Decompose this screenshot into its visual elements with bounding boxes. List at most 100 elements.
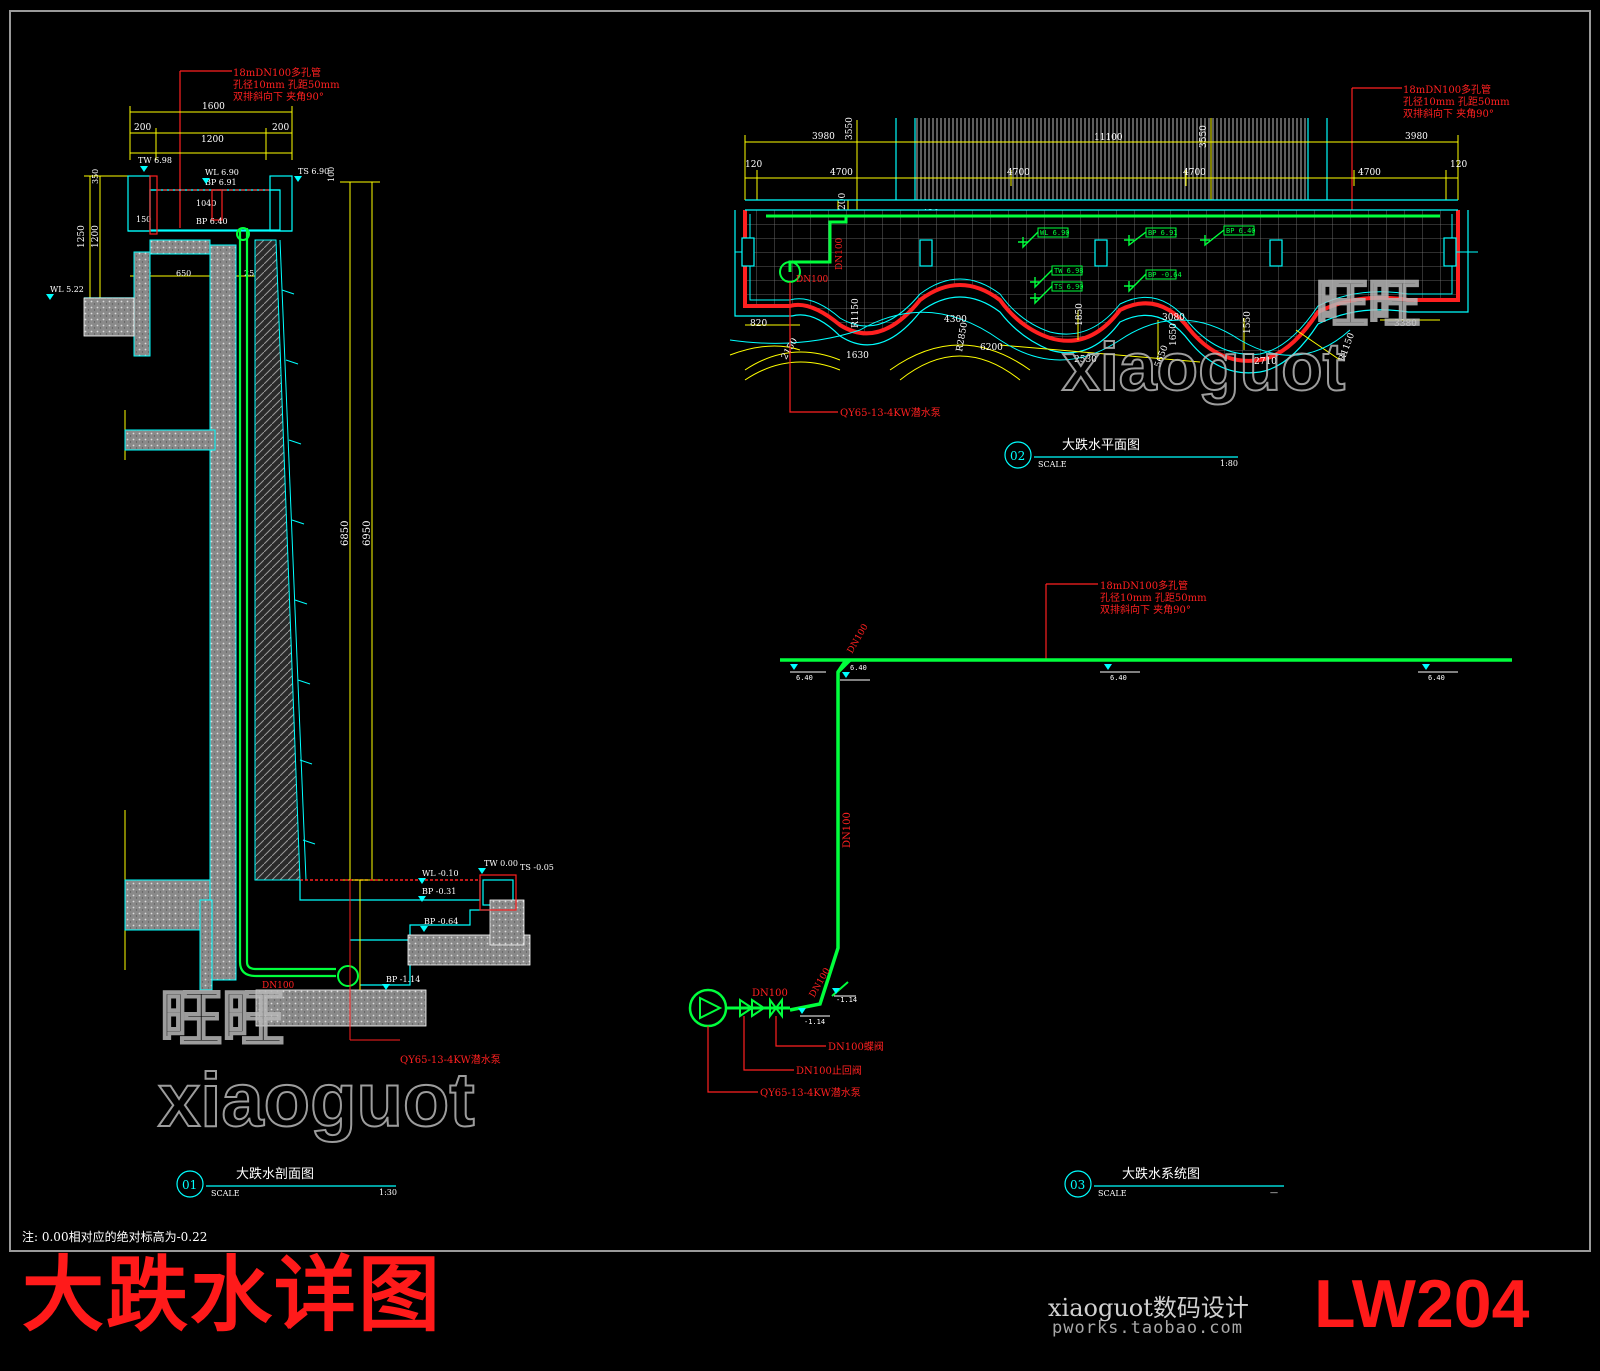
plan-dim-120-left: 120 (745, 160, 762, 170)
plan-pipe-note-3: 双排斜向下 夹角90° (1403, 107, 1494, 120)
section-view-title: 大跌水剖面图 (236, 1166, 314, 1182)
section-pipe-note-3: 双排斜向下 夹角90° (233, 90, 324, 103)
plan-dim-r1150-a: R1150 (851, 298, 861, 328)
level-bp-minus-0-31: BP -0.31 (422, 887, 456, 896)
sheet-frame (9, 10, 1591, 1252)
plan-view-number: 02 (1010, 449, 1025, 463)
dim-150: 150 (136, 215, 151, 224)
level-tw-6-98: TW 6.98 (138, 156, 172, 165)
plan-view-title: 大跌水平面图 (1062, 437, 1140, 453)
dim-1200-vertical: 1200 (91, 225, 101, 248)
plan-pipe-note-1: 18mDN100多孔管 (1403, 83, 1491, 96)
elevation-note: 注: 0.00相对应的绝对标高为-0.22 (22, 1230, 208, 1244)
dim-100: 100 (327, 167, 336, 182)
system-pipe-note-2: 孔径10mm 孔距50mm (1100, 591, 1207, 604)
plan-dim-200: 200 (838, 193, 848, 210)
plan-pipe-note-2: 孔径10mm 孔距50mm (1403, 95, 1510, 108)
plan-dim-3980-right: 3980 (1405, 132, 1428, 142)
plan-dim-120-right: 120 (1450, 160, 1467, 170)
plan-dim-4300: 4300 (944, 315, 967, 325)
dim-350: 350 (91, 169, 100, 184)
section-view-number: 01 (182, 1178, 197, 1192)
level-ts-6-90: TS 6.90 (298, 167, 329, 176)
system-level-top-1: 6.40 (796, 674, 813, 682)
plan-level-bp-6-91: BP 6.91 (1148, 229, 1178, 237)
dim-200-right: 200 (272, 123, 289, 133)
plan-dim-r2850: R2850 (955, 321, 970, 352)
plan-level-tw: TW 6.98 (1054, 267, 1084, 275)
dim-1040: 1040 (196, 199, 216, 208)
system-view-title: 大跌水系统图 (1122, 1166, 1200, 1182)
level-wl-minus-0-10: WL -0.10 (422, 869, 459, 878)
plan-level-bp-minus: BP -0.64 (1148, 271, 1182, 279)
system-level-top-4: 6.40 (1428, 674, 1445, 682)
plan-dim-4700-a: 4700 (830, 168, 853, 178)
plan-pump-size: DN100 (796, 275, 829, 285)
system-pipe-note-3: 双排斜向下 夹角90° (1100, 603, 1191, 616)
brand-name: xiaoguot数码设计 (1048, 1294, 1249, 1322)
plan-pipe-size: DN100 (835, 237, 845, 270)
plan-dim-11100: 11100 (1094, 133, 1123, 143)
system-pipe-size-diagonal: DN100 (808, 966, 833, 999)
section-view: 18mDN100多孔管 孔径10mm 孔距50mm 双排斜向下 夹角90° 16… (46, 66, 554, 1198)
level-tw-0-00: TW 0.00 (484, 859, 518, 868)
system-pipe-note-1: 18mDN100多孔管 (1100, 579, 1188, 592)
system-level-low-1: -1.14 (804, 1018, 825, 1026)
section-pump-label: QY65-13-4KW潜水泵 (400, 1053, 501, 1066)
plan-dim-4700-d: 4700 (1358, 168, 1381, 178)
section-pipe-note-1: 18mDN100多孔管 (233, 66, 321, 79)
plan-scale: 1:80 (1220, 459, 1238, 468)
system-view: 18mDN100多孔管 孔径10mm 孔距50mm 双排斜向下 夹角90° DN… (688, 579, 1512, 1198)
check-valve-label: DN100止回阀 (796, 1064, 862, 1077)
section-pump-icon (337, 965, 359, 987)
dim-6950: 6950 (362, 521, 373, 546)
dim-1600: 1600 (202, 102, 225, 112)
sheet-title: 大跌水详图 (22, 1248, 443, 1343)
dim-1200: 1200 (201, 135, 224, 145)
plan-dim-4700-b: 4700 (1007, 168, 1030, 178)
butterfly-valve-icon (769, 997, 783, 1019)
plan-dim-3080: 3080 (1162, 313, 1185, 323)
section-pipe-size: DN100 (262, 981, 295, 991)
plan-dim-1550: 1550 (1243, 311, 1253, 334)
drawing-code: LW204 (1314, 1266, 1530, 1342)
section-scale: 1:30 (379, 1188, 397, 1197)
level-ts-minus-0-05: TS -0.05 (520, 863, 554, 872)
plan-dim-3550-right: 3550 (1199, 125, 1209, 148)
system-pipe-size-low: DN100 (752, 988, 788, 999)
plan-dim-1650: 1650 (1169, 323, 1179, 346)
level-bp-6-40: BP 6.40 (196, 217, 228, 226)
system-scale: — (1270, 1188, 1278, 1197)
plan-dim-3980-left: 3980 (812, 132, 835, 142)
dim-650: 650 (176, 269, 191, 278)
plan-dim-3380: 3380 (1394, 319, 1417, 329)
dim-1250: 1250 (77, 225, 87, 248)
level-wl-6-90: WL 6.90 (205, 168, 239, 177)
plan-dim-1630: 1630 (846, 351, 869, 361)
plan-dim-820: 820 (750, 319, 767, 329)
system-pump-label: QY65-13-4KW潜水泵 (760, 1086, 861, 1099)
system-pipe-size-top: DN100 (846, 622, 871, 655)
check-valve-icon (739, 998, 766, 1018)
system-view-number: 03 (1070, 1178, 1085, 1192)
watermark-cn-left: 旺旺 (160, 985, 284, 1054)
level-bp-6-91: BP 6.91 (205, 178, 237, 187)
section-scale-label: SCALE (211, 1189, 240, 1198)
plan-dim-3550-left: 3550 (845, 117, 855, 140)
dim-6850: 6850 (340, 521, 351, 546)
level-bp-minus-0-64: BP -0.64 (424, 917, 458, 926)
plan-level-bp-6-40: BP 6.40 (1226, 227, 1256, 235)
level-bp-minus-1-14: BP -1.14 (386, 975, 420, 984)
dim-250: 250 (244, 269, 259, 278)
plan-dim-1850: 1850 (1075, 303, 1085, 326)
watermark-cn-right: 旺旺 (1316, 276, 1420, 334)
plan-dim-2530: 2530 (1074, 355, 1097, 365)
system-pipe-size-vertical: DN100 (842, 812, 853, 848)
system-level-top-3: 6.40 (1110, 674, 1127, 682)
system-scale-label: SCALE (1098, 1189, 1127, 1198)
plan-level-wl: WL 6.90 (1040, 229, 1070, 237)
system-level-top-2: 6.40 (850, 664, 867, 672)
plan-view: 18mDN100多孔管 孔径10mm 孔距50mm 双排斜向下 夹角90° (729, 83, 1510, 469)
section-pipe-note-2: 孔径10mm 孔距50mm (233, 78, 340, 91)
